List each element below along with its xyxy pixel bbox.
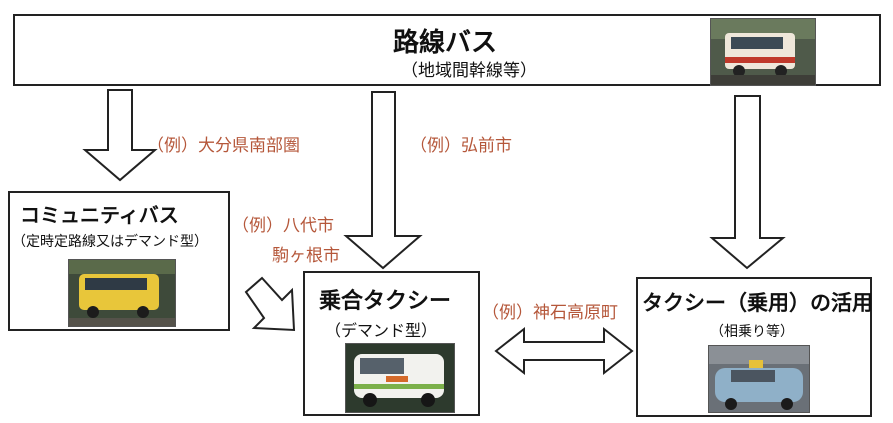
shared-taxi-box: 乗合タクシー （デマンド型） <box>303 271 480 416</box>
shared-taxi-photo <box>345 343 455 413</box>
taxi-use-box: タクシー（乗用）の活用 （相乗り等） <box>636 277 873 417</box>
route-bus-photo <box>710 18 816 86</box>
shared-taxi-subtitle: （デマンド型） <box>325 321 438 340</box>
example-komagane: 駒ヶ根市 <box>272 246 340 266</box>
route-bus-box: 路線バス （地域間幹線等） <box>13 14 881 86</box>
arrow-double <box>494 326 634 376</box>
example-hirosaki: （例）弘前市 <box>410 136 512 156</box>
taxi-use-title: タクシー（乗用）の活用 <box>642 291 873 315</box>
community-bus-subtitle: （定時定路線又はデマンド型） <box>12 234 208 250</box>
taxi-use-subtitle: （相乗り等） <box>710 324 794 340</box>
example-oita: （例）大分県南部圏 <box>147 136 300 156</box>
example-yatsushiro: （例）八代市 <box>232 216 334 236</box>
community-bus-title: コミュニティバス <box>20 203 179 227</box>
arrow-down-right <box>709 95 786 270</box>
route-bus-subtitle: （地域間幹線等） <box>401 61 537 81</box>
community-bus-box: コミュニティバス （定時定路線又はデマンド型） <box>8 191 230 331</box>
community-bus-photo <box>68 259 176 327</box>
route-bus-title: 路線バス <box>393 28 498 58</box>
shared-taxi-title: 乗合タクシー <box>319 289 452 314</box>
arrow-down-center <box>343 91 423 270</box>
example-kamishiro: （例）神石高原町 <box>482 303 618 323</box>
arrow-diagonal <box>244 276 296 332</box>
arrow-down-left <box>82 89 158 182</box>
taxi-use-photo <box>708 345 810 413</box>
